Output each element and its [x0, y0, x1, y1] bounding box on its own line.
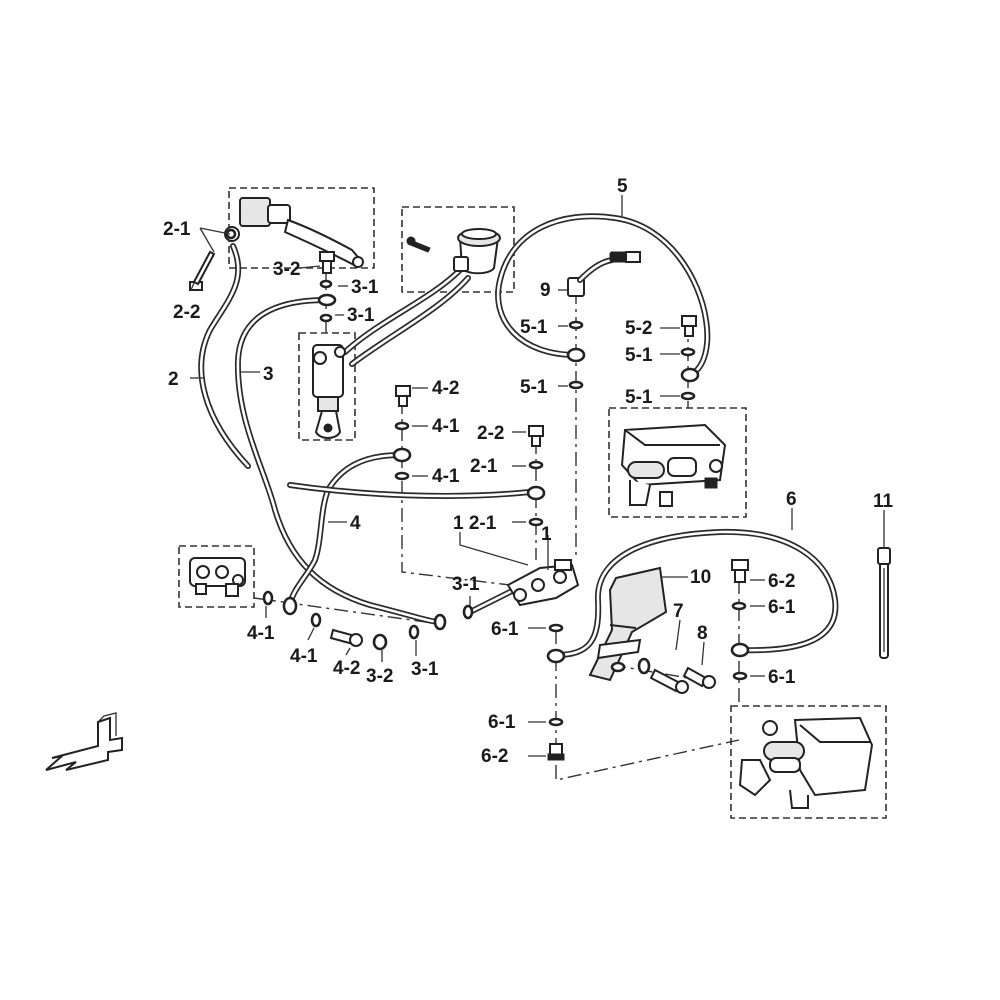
- delay-valve: [189, 557, 246, 597]
- washers: [225, 228, 750, 727]
- three-way-joint: [506, 559, 580, 607]
- bolt-7: [649, 668, 689, 694]
- label-11: 11: [873, 491, 894, 512]
- bolt-4-2-bottom: [329, 628, 363, 647]
- box-master-cylinder: [298, 332, 356, 441]
- label-9: 9: [540, 280, 551, 301]
- front-direction-arrow-icon: [45, 712, 123, 771]
- label-2-1-top: 2-1: [163, 219, 191, 240]
- label-7: 7: [673, 601, 684, 622]
- front-brake-caliper: [620, 423, 727, 507]
- master-cylinder: [312, 344, 346, 439]
- brake-lever-assembly: [224, 197, 364, 268]
- box-front-caliper: [608, 407, 747, 518]
- label-3-2-top: 3-2: [273, 259, 300, 280]
- bolt-3-2-top: [319, 251, 335, 274]
- bolt-2-2-left: [189, 250, 216, 291]
- hose-1-stub: [467, 589, 513, 615]
- rear-brake-caliper: [738, 716, 874, 809]
- label-3-1-d: 3-1: [411, 659, 439, 680]
- label-4: 4: [350, 513, 361, 534]
- label-5-1-b: 5-1: [520, 377, 548, 398]
- banjo-fitting-9: [567, 251, 641, 297]
- leader-lines: [190, 195, 885, 757]
- label-6-1-c: 6-1: [768, 667, 796, 688]
- label-5: 5: [617, 176, 628, 197]
- bolt-5-2: [681, 315, 697, 337]
- label-1-2-1: 1 2-1: [453, 513, 497, 534]
- label-3-2-bot: 3-2: [366, 666, 393, 687]
- bolt-2-2-mid: [528, 425, 544, 447]
- label-4-2-bot: 4-2: [333, 658, 360, 679]
- box-delay-valve: [178, 545, 255, 608]
- hose-2: [198, 243, 251, 469]
- label-4-1-d: 4-1: [290, 646, 318, 667]
- label-4-1-b: 4-1: [432, 466, 460, 487]
- label-6-1-d: 6-1: [488, 712, 516, 733]
- label-2: 2: [168, 369, 179, 390]
- label-1: 1: [541, 524, 552, 545]
- label-5-2: 5-2: [625, 318, 652, 339]
- hose-reservoir: [342, 267, 471, 367]
- label-3-1-b: 3-1: [347, 305, 375, 326]
- hose-5: [495, 213, 711, 378]
- bolt-6-2-bottom: [547, 743, 565, 761]
- bolt-6-2-top: [731, 559, 749, 583]
- label-4-1-c: 4-1: [247, 623, 275, 644]
- label-6-1-a: 6-1: [768, 597, 796, 618]
- label-5-1-a: 5-1: [520, 317, 548, 338]
- label-10: 10: [690, 567, 711, 588]
- label-3-1-c: 3-1: [452, 574, 480, 595]
- label-4-2-top: 4-2: [432, 378, 459, 399]
- hose-3: [234, 297, 443, 625]
- label-6-2-a: 6-2: [768, 571, 795, 592]
- label-5-1-c: 5-1: [625, 345, 653, 366]
- label-3: 3: [263, 364, 274, 385]
- cable-tie-11: [877, 547, 891, 659]
- assembly-line-lower-left: [253, 597, 441, 625]
- label-3-1-a: 3-1: [351, 277, 379, 298]
- hose-4: [287, 452, 533, 608]
- box-rear-caliper: [730, 705, 887, 819]
- label-6-2-b: 6-2: [481, 746, 508, 767]
- label-6: 6: [786, 489, 797, 510]
- label-2-2-left: 2-2: [173, 302, 200, 323]
- bolt-4-2-top: [395, 385, 411, 407]
- label-5-1-d: 5-1: [625, 387, 653, 408]
- bolt-8: [682, 666, 716, 689]
- part-labels: 2-1 2-2 2 3 3-2 3-1 3-1 5 9 5-1 5-1 5-2 …: [163, 176, 894, 767]
- hose-bracket: [588, 566, 668, 682]
- label-6-1-b: 6-1: [491, 619, 519, 640]
- label-4-1-a: 4-1: [432, 416, 460, 437]
- hose-6: [553, 528, 839, 658]
- assembly-line-6-x: [555, 630, 740, 781]
- brake-fluid-reservoir: [406, 228, 501, 275]
- label-2-1-a: 2-1: [470, 456, 498, 477]
- label-2-2-mid: 2-2: [477, 423, 504, 444]
- label-8: 8: [697, 623, 708, 644]
